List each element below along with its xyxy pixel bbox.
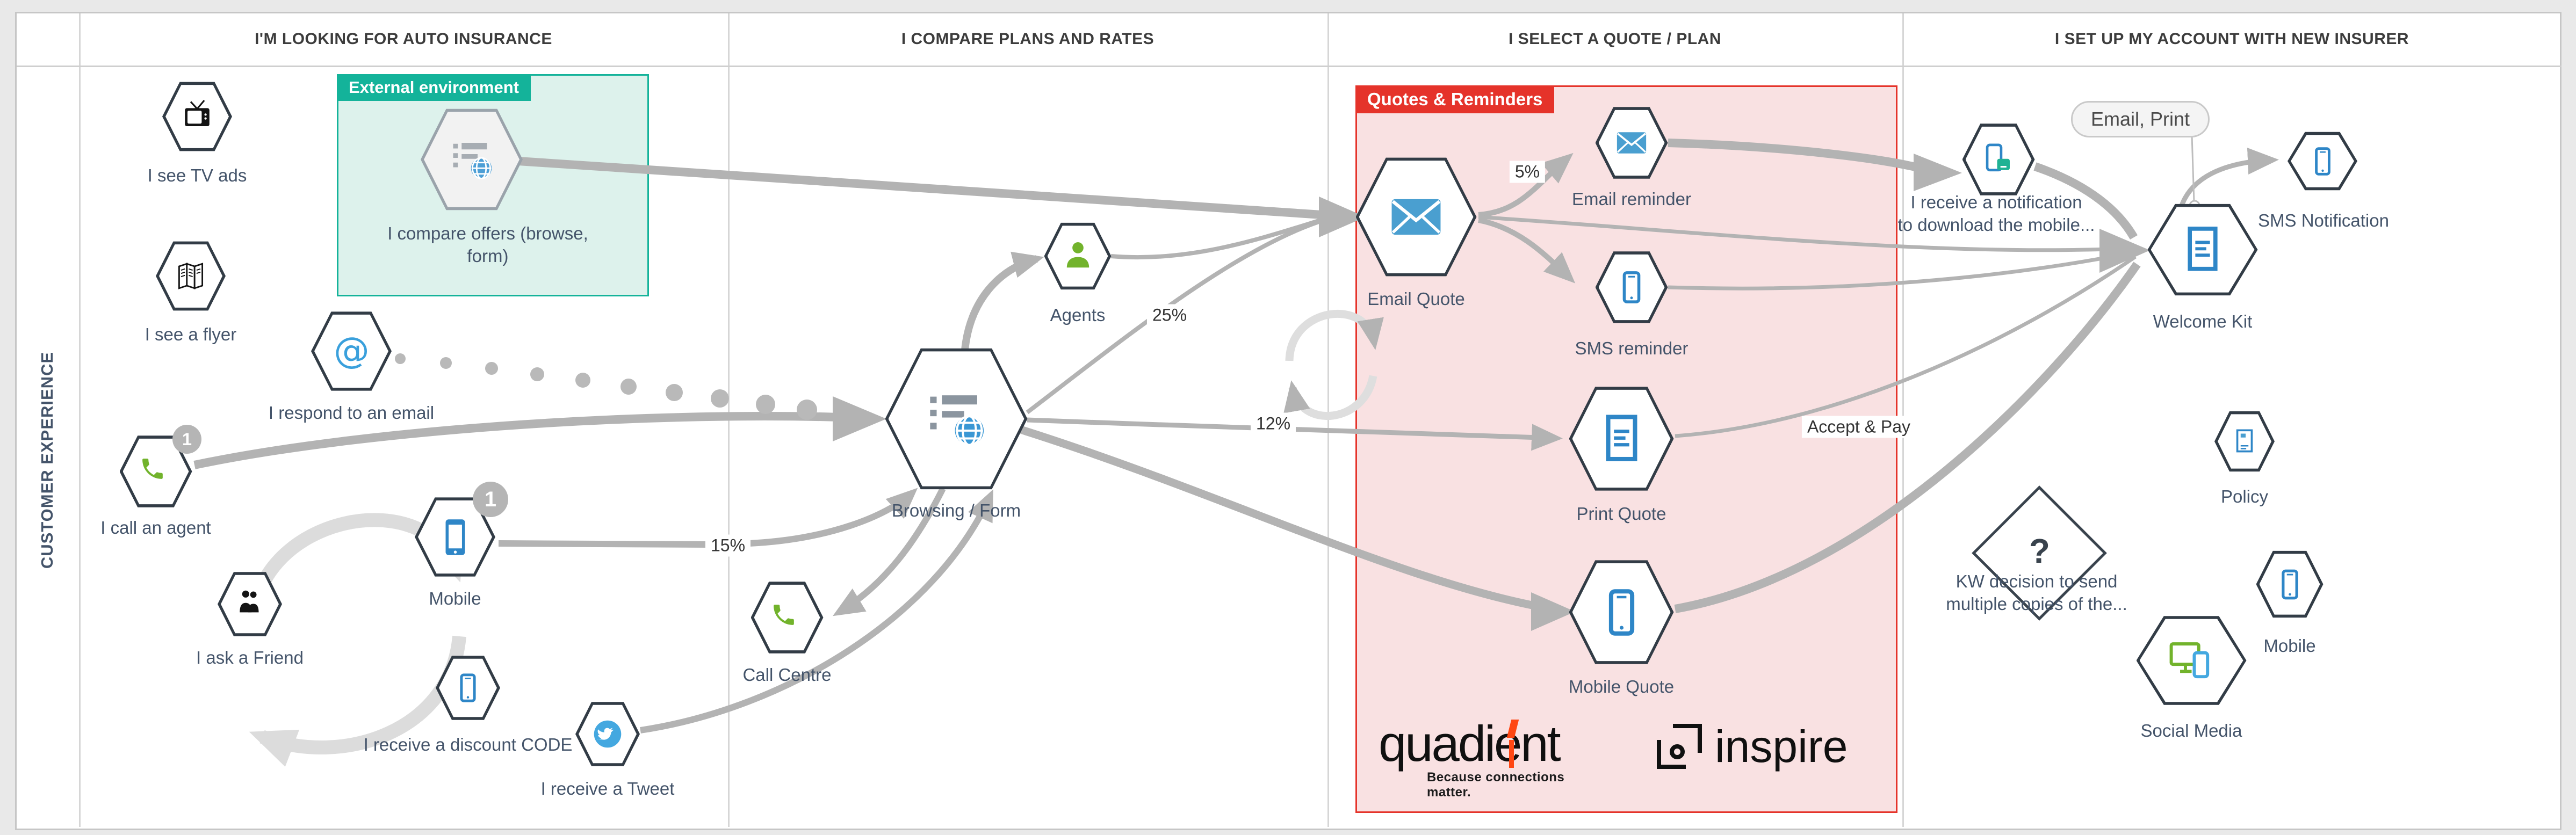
quadient-tagline: Because connections matter. [1427, 770, 1565, 800]
label-sms-notification: SMS Notification [2258, 210, 2389, 230]
quadient-wordmark: quadient [1379, 715, 1561, 772]
people-icon [240, 590, 259, 613]
node-i-receive-a-discount-code[interactable] [436, 656, 500, 720]
mobile-icon [2314, 147, 2330, 176]
envelope-icon [1617, 132, 1647, 154]
group-label-external-environment: External environment [337, 74, 531, 101]
label-i-compare-offers: I compare offers (browse, form) [387, 223, 588, 266]
label-i-see-a-flyer: I see a flyer [145, 324, 237, 344]
edge-label-15-: 15% [705, 534, 751, 557]
label-download-notification: I receive a notification to download the… [1897, 192, 2095, 235]
phase-header-looking: I'M LOOKING FOR AUTO INSURANCE [255, 30, 552, 48]
label-email-reminder: Email reminder [1572, 189, 1691, 209]
inspire-wordmark: inspire [1715, 721, 1848, 772]
label-i-call-an-agent: I call an agent [100, 518, 211, 538]
policy-icon [2236, 429, 2253, 453]
envelope-icon [1391, 199, 1441, 235]
label-social-media: Social Media [2140, 721, 2242, 740]
phone-icon [142, 459, 163, 479]
flyer-icon [178, 263, 204, 289]
divider-col2 [1327, 13, 1329, 827]
divider-col1 [728, 13, 730, 827]
phase-header-select: I SELECT A QUOTE / PLAN [1509, 30, 1721, 48]
label-policy: Policy [2220, 487, 2269, 506]
person-icon [1066, 242, 1089, 267]
header-separator [17, 66, 2561, 67]
svg-text:?: ? [2029, 532, 2050, 570]
document-icon [1606, 414, 1637, 461]
phone-icon [774, 605, 794, 625]
mobile-icon [1608, 589, 1634, 636]
email-print-callout[interactable]: Email, Print [2070, 101, 2210, 137]
phase-header-compare: I COMPARE PLANS AND RATES [901, 30, 1154, 48]
mobile-icon [1622, 271, 1641, 303]
label-i-receive-a-discount-code: I receive a discount CODE [363, 735, 573, 754]
phase-header-setup: I SET UP MY ACCOUNT WITH NEW INSURER [2054, 30, 2409, 48]
badge-i-call-an-agent: 1 [172, 425, 201, 454]
label-browsing-form: Browsing / Form [891, 500, 1021, 520]
label-call-centre: Call Centre [742, 665, 832, 685]
mobile-icon [460, 673, 476, 702]
node-mobile-account[interactable] [2256, 550, 2324, 618]
node-i-compare-offers[interactable] [421, 108, 523, 210]
question-icon: ? [2029, 532, 2050, 570]
label-mobile-account: Mobile [2263, 636, 2316, 656]
label-mobile-quote: Mobile Quote [1568, 677, 1675, 696]
label-print-quote: Print Quote [1576, 504, 1666, 524]
edge-label-5-: 5% [1509, 161, 1546, 183]
label-email-quote: Email Quote [1367, 289, 1465, 309]
quadient-accent-stem [1509, 740, 1514, 768]
label-mobile: Mobile [429, 589, 481, 608]
tv-icon [185, 99, 210, 126]
edge-label-12-: 12% [1250, 412, 1296, 435]
node-i-respond-to-an-email[interactable]: @ [311, 311, 392, 391]
edge-label-accept-pay: Accept & Pay [1801, 416, 1916, 438]
document-icon [2188, 227, 2218, 271]
mobile-solid-icon [445, 519, 465, 555]
browse-gray-icon [453, 142, 492, 179]
twitter-icon [594, 720, 622, 748]
app-download-icon [1986, 143, 2010, 172]
social-icon [2169, 642, 2209, 678]
label-i-respond-to-an-email: I respond to an email [268, 403, 435, 423]
label-welcome-kit: Welcome Kit [2153, 311, 2253, 331]
label-i-see-tv-ads: I see TV ads [147, 165, 247, 185]
inspire-logo: inspire [1654, 721, 1848, 772]
inspire-bracket-icon [1657, 724, 1702, 769]
svg-text:@: @ [334, 329, 369, 371]
edge-label-25-: 25% [1146, 304, 1193, 326]
label-sms-reminder: SMS reminder [1575, 338, 1689, 358]
label-agents: Agents [1050, 305, 1106, 325]
node-welcome-kit[interactable] [2147, 204, 2258, 296]
node-kw-decision[interactable]: ? [1972, 485, 2107, 621]
divider-sidebar [79, 13, 81, 827]
at-icon: @ [334, 329, 369, 371]
badge-mobile: 1 [473, 482, 508, 517]
sidebar-customer-experience: CUSTOMER EXPERIENCE [38, 351, 56, 569]
label-kw-decision: KW decision to send multiple copies of t… [1946, 571, 2127, 614]
group-label-quotes-reminders: Quotes & Reminders [1355, 85, 1555, 113]
label-i-ask-a-friend: I ask a Friend [196, 648, 304, 667]
browse-icon [930, 395, 984, 446]
node-agents[interactable] [1044, 222, 1112, 290]
quadient-logo: quadient Because connections matter. [1379, 718, 1604, 800]
node-i-see-a-flyer[interactable] [156, 241, 226, 311]
label-i-receive-a-tweet: I receive a Tweet [540, 779, 675, 798]
mobile-icon [2281, 569, 2298, 599]
